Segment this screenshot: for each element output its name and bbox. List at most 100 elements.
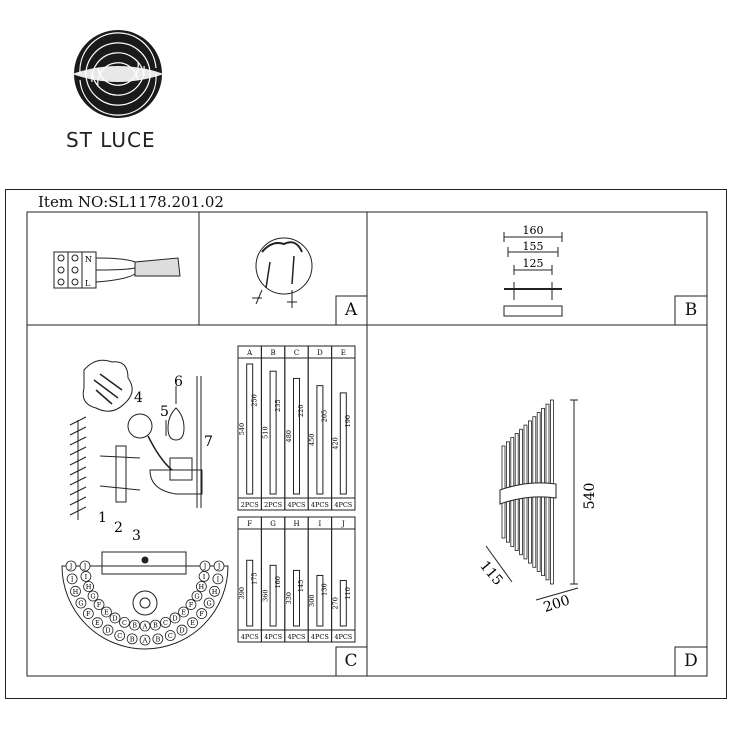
svg-text:D: D (112, 614, 117, 622)
brand-name: ST LUCE (66, 128, 156, 152)
lamp-dimension-view (485, 399, 579, 601)
arc-inner-rod: J (199, 560, 211, 572)
svg-text:F: F (189, 601, 194, 609)
item-number: Item NO:SL1178.201.02 (38, 193, 224, 211)
step-2: 2 (114, 520, 123, 536)
rod-length-label: 300 (308, 595, 316, 607)
svg-text:B: B (132, 622, 137, 630)
rod-length-label: 330 (285, 592, 293, 604)
rod-qty-label: 4PCS (288, 633, 306, 641)
rod-qty-label: 2PCS (264, 501, 282, 509)
rod-id-label: C (294, 349, 299, 357)
svg-text:G: G (206, 600, 211, 608)
bracket-dim-160: 160 (523, 224, 544, 237)
svg-text:D: D (179, 627, 184, 635)
arc-inner-rod: J (79, 560, 91, 572)
svg-text:J: J (217, 563, 221, 571)
rod-qty-label: 4PCS (264, 633, 282, 641)
svg-text:F: F (97, 601, 102, 609)
svg-text:I: I (71, 575, 74, 583)
rod-id-label: H (293, 520, 299, 528)
arc-outer-rod: D (102, 624, 114, 636)
svg-text:G: G (90, 593, 95, 601)
svg-text:F: F (199, 610, 204, 618)
rod-qty-label: 4PCS (311, 501, 329, 509)
svg-text:E: E (190, 619, 195, 627)
lamp-depth-dim: 115 (476, 558, 505, 589)
rod-length-label: 540 (238, 423, 246, 435)
rod-length-label: 270 (332, 597, 340, 609)
arc-outer-rod: E (187, 617, 198, 629)
terminal-label-l: L (85, 279, 91, 288)
arc-inner-rod: D (109, 612, 121, 624)
svg-text:F: F (86, 610, 91, 618)
svg-text:G: G (78, 600, 83, 608)
svg-text:D: D (105, 627, 110, 635)
arc-inner-rod: C (160, 616, 171, 628)
svg-text:C: C (163, 619, 168, 627)
arc-inner-rod: E (178, 606, 189, 618)
rod-mid-label: 175 (250, 572, 258, 584)
rod-length-label: 420 (332, 437, 340, 449)
svg-text:D: D (172, 614, 177, 622)
svg-text:A: A (142, 637, 148, 645)
rod-length-label: 360 (261, 589, 269, 601)
svg-text:C: C (117, 632, 122, 640)
svg-text:B: B (130, 635, 135, 643)
rod-qty-label: 4PCS (334, 633, 352, 641)
brand-logo (72, 30, 164, 118)
rod-mid-label: 110 (344, 587, 352, 599)
rod-mid-label: 205 (321, 410, 329, 422)
svg-text:H: H (73, 588, 79, 596)
svg-text:B: B (155, 635, 160, 643)
terminal-block-diagram (53, 251, 181, 289)
svg-text:G: G (194, 593, 199, 601)
rod-cell-H: H 4PCS 330 145 (284, 516, 309, 643)
arc-outer-rod: A (139, 634, 151, 646)
rod-id-label: J (341, 520, 345, 528)
rod-qty-label: 4PCS (311, 633, 329, 641)
arc-outer-rod: B (152, 633, 164, 645)
arc-outer-rod: H (209, 585, 220, 597)
drawing-sheet (5, 189, 727, 699)
rod-length-label: 390 (238, 587, 246, 599)
arc-inner-rod: C (119, 616, 130, 628)
arc-outer-rod: G (75, 597, 87, 609)
rod-mid-label: 160 (274, 576, 282, 588)
rod-length-label: 510 (261, 426, 269, 438)
installation-exploded-view (69, 359, 203, 520)
arc-outer-rod: E (92, 617, 103, 629)
rod-mid-label: 145 (297, 580, 305, 592)
rod-id-label: G (270, 520, 276, 528)
arc-inner-rod: H (83, 581, 95, 592)
arc-outer-rod: F (82, 608, 94, 619)
arc-outer-rod: H (70, 585, 81, 597)
arc-inner-rod: B (129, 619, 140, 631)
arc-outer-rod: I (66, 573, 78, 585)
rod-cell-G: G 4PCS 360 160 (260, 516, 286, 643)
svg-text:E: E (181, 608, 186, 616)
svg-text:I: I (85, 573, 88, 581)
rod-id-label: A (246, 349, 253, 357)
svg-text:H: H (199, 583, 205, 591)
rod-id-label: E (341, 349, 346, 357)
arc-outer-rod: D (176, 624, 188, 636)
step-1: 1 (98, 510, 107, 526)
svg-text:E: E (104, 608, 109, 616)
svg-text:I: I (217, 575, 220, 583)
rod-qty-label: 4PCS (288, 501, 306, 509)
rod-id-label: D (317, 349, 323, 357)
svg-text:J: J (203, 563, 207, 571)
rod-qty-label: 2PCS (241, 501, 259, 509)
svg-text:B: B (153, 622, 158, 630)
rod-parts-table: A2PCS540250B2PCS510235C4PCS480220D4PCS45… (237, 345, 356, 643)
arc-inner-rod: I (198, 571, 210, 582)
arc-inner-rod: G (87, 590, 99, 602)
